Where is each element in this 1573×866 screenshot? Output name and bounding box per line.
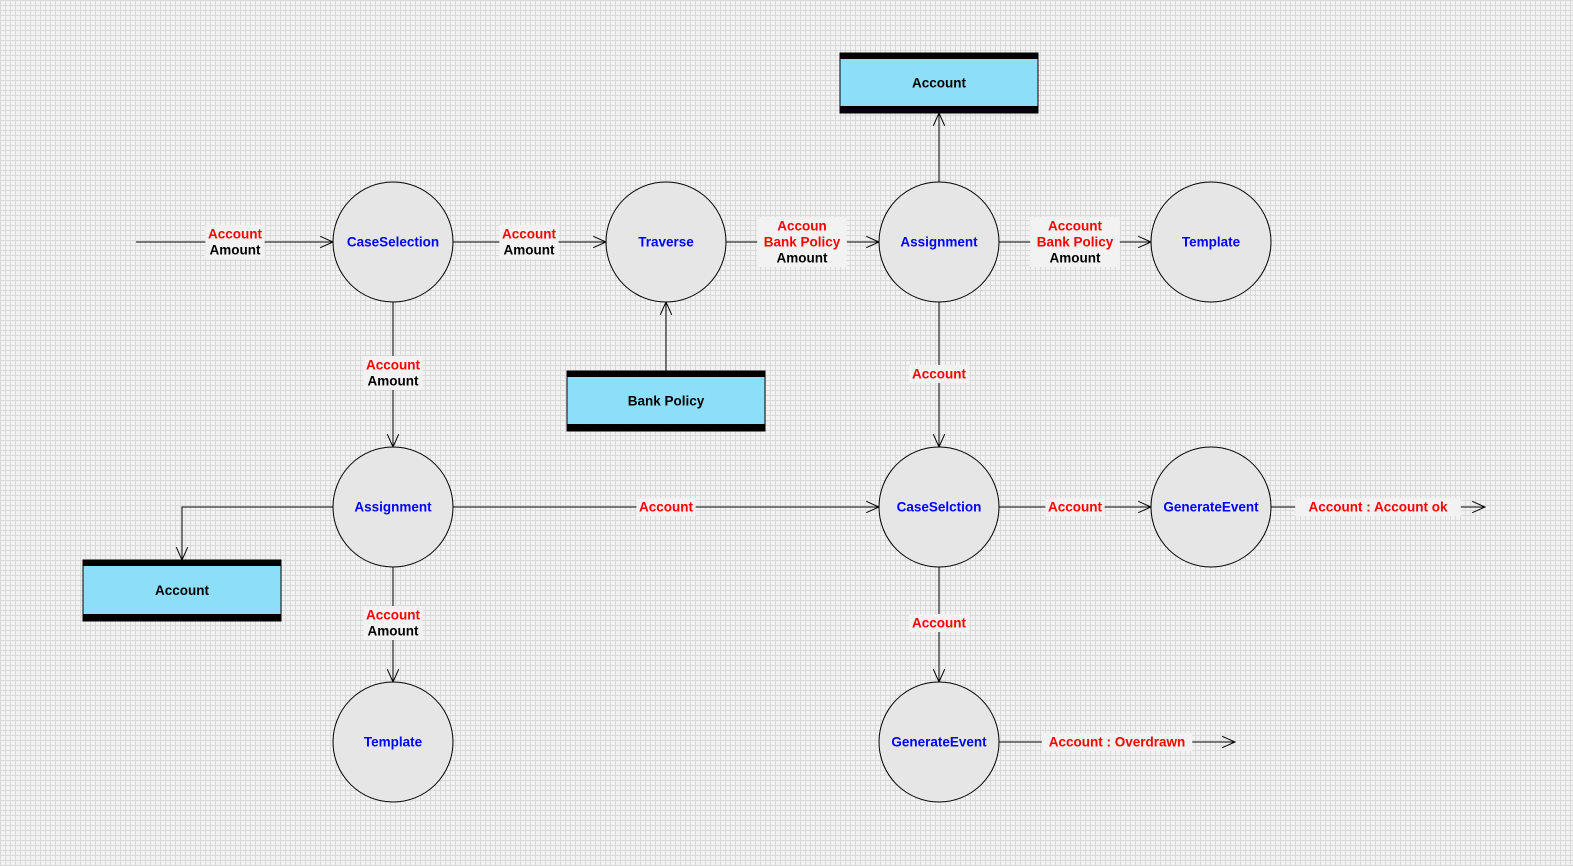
process-generateevent-bottom[interactable]: GenerateEvent: [878, 681, 1000, 803]
process-label: Assignment: [900, 235, 978, 250]
process-circle[interactable]: [878, 446, 1000, 568]
flow-bank-traverse[interactable]: [659, 300, 673, 371]
flow-line[interactable]: [181, 506, 333, 560]
process-label: CaseSelction: [897, 500, 982, 515]
datastore-account-left[interactable]: Account: [82, 559, 282, 622]
flow-label-data: Account: [912, 616, 967, 631]
process-circle[interactable]: [1150, 446, 1272, 568]
flow-label-value: Amount: [777, 251, 828, 266]
process-assignment-left[interactable]: Assignment: [332, 446, 454, 568]
datastore-bottom-bar: [83, 614, 281, 621]
flow-label-value: Amount: [210, 243, 261, 258]
process-circle[interactable]: [1150, 181, 1272, 303]
datastore-top-bar: [567, 371, 765, 377]
flow-label-data: Account: [366, 608, 421, 623]
process-label: Assignment: [354, 500, 432, 515]
flow-label-data: Bank Policy: [764, 235, 841, 250]
process-assignment-top[interactable]: Assignment: [878, 181, 1000, 303]
datastore-label: Account: [155, 583, 210, 598]
flow-label-background: [499, 225, 559, 259]
flows-layer: [136, 111, 1487, 749]
process-caseselction[interactable]: CaseSelction: [878, 446, 1000, 568]
flow-label-data: Bank Policy: [1037, 235, 1114, 250]
process-label: GenerateEvent: [1163, 500, 1259, 515]
flow-assignleft-store[interactable]: [175, 506, 333, 562]
datastore-bottom-bar: [567, 424, 765, 431]
arrowhead-icon: [1472, 500, 1487, 514]
process-traverse[interactable]: Traverse: [605, 181, 727, 303]
flow-label-background: [363, 606, 423, 640]
flow-assign-store[interactable]: [932, 111, 946, 182]
flow-label-background: [1045, 498, 1105, 516]
process-template-top[interactable]: Template: [1150, 181, 1272, 303]
flow-label-data: Account : Account ok: [1308, 500, 1447, 515]
datastore-label: Bank Policy: [628, 394, 705, 409]
flow-label-value: Amount: [368, 624, 419, 639]
arrowhead-icon: [1222, 735, 1237, 749]
datastore-bottom-bar: [840, 106, 1038, 113]
process-circle[interactable]: [332, 181, 454, 303]
datastore-account-top[interactable]: Account: [839, 52, 1039, 114]
process-circle[interactable]: [878, 681, 1000, 803]
datastore-body[interactable]: [82, 559, 282, 622]
process-circle[interactable]: [332, 681, 454, 803]
flow-label-background: [205, 225, 265, 259]
datastore-label: Account: [912, 76, 967, 91]
process-label: Traverse: [638, 235, 694, 250]
datastore-top-bar: [840, 53, 1038, 59]
flow-label-data: Account : Overdrawn: [1049, 735, 1186, 750]
flow-label-background: [757, 217, 847, 267]
datastore-body[interactable]: [566, 370, 766, 432]
flow-label-value: Amount: [1050, 251, 1101, 266]
flow-label-background: [909, 365, 969, 383]
process-label: CaseSelection: [347, 235, 439, 250]
process-label: GenerateEvent: [891, 735, 987, 750]
process-circle[interactable]: [878, 181, 1000, 303]
flow-label-background: [909, 614, 969, 632]
flow-label-data: Account: [366, 358, 421, 373]
process-label: Template: [364, 735, 423, 750]
flow-label-data: Accoun: [777, 219, 827, 234]
flow-label-background: [1030, 217, 1120, 267]
flow-label-data: Account: [502, 227, 557, 242]
process-label: Template: [1182, 235, 1241, 250]
datastore-top-bar: [83, 560, 281, 566]
process-generateevent-right[interactable]: GenerateEvent: [1150, 446, 1272, 568]
process-template-bottom[interactable]: Template: [332, 681, 454, 803]
flow-label-background: [636, 498, 696, 516]
flow-label-data: Account: [1048, 500, 1103, 515]
process-caseselection[interactable]: CaseSelection: [332, 181, 454, 303]
process-circle[interactable]: [605, 181, 727, 303]
flow-label-background: [363, 356, 423, 390]
flow-label-data: Account: [1048, 219, 1103, 234]
flow-label-data: Account: [208, 227, 263, 242]
datastore-bank-policy[interactable]: Bank Policy: [566, 370, 766, 432]
flow-label-value: Amount: [368, 374, 419, 389]
flow-label-background: [1041, 733, 1193, 751]
flow-label-value: Amount: [504, 243, 555, 258]
flow-label-data: Account: [912, 367, 967, 382]
process-circle[interactable]: [332, 446, 454, 568]
flow-label-data: Account: [639, 500, 694, 515]
flow-label-background: [1295, 498, 1461, 516]
datastore-body[interactable]: [839, 52, 1039, 114]
